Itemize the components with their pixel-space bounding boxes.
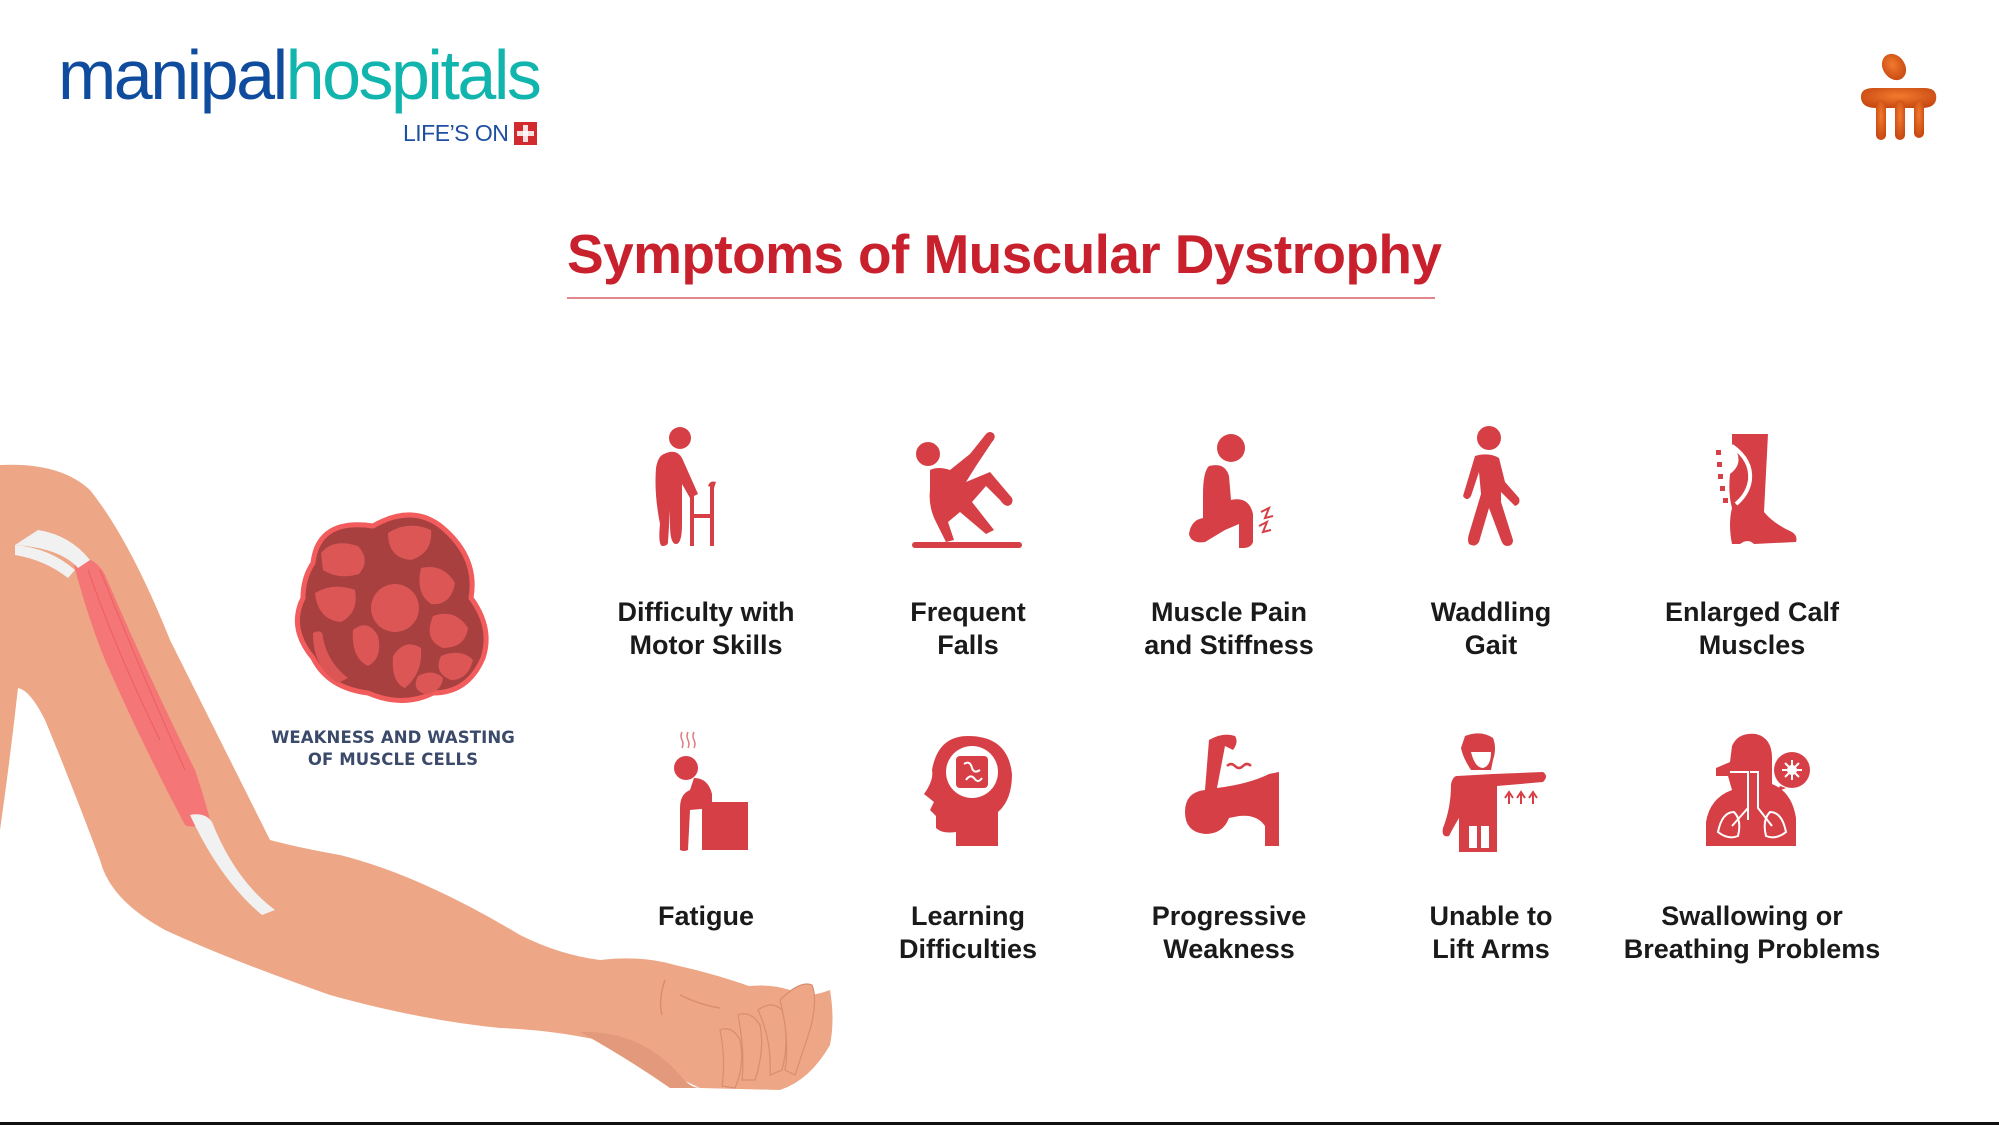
label-line-1: Frequent	[910, 597, 1026, 627]
walking-person-icon	[1463, 426, 1520, 546]
symptom-muscle-pain: Muscle Pain and Stiffness	[1099, 424, 1359, 662]
label-line-2: Lift Arms	[1432, 934, 1550, 964]
logo-word-manipal: manipal	[58, 36, 288, 114]
caption-line-1: WEAKNESS AND WASTING	[271, 728, 515, 747]
label-line-1: Swallowing or	[1661, 901, 1843, 931]
label-line-1: Muscle Pain	[1150, 597, 1308, 627]
label-line-1: Unable to	[1429, 901, 1553, 931]
manipal-hospitals-logo: manipalhospitals LIFE’S ON	[58, 40, 558, 146]
symptom-swallowing-breathing: Swallowing or Breathing Problems	[1622, 728, 1882, 966]
label-line-1: Learning	[910, 901, 1025, 931]
weak-arm-muscle-icon	[1185, 734, 1279, 846]
symptom-label: Frequent Falls	[838, 596, 1098, 662]
title-underline	[567, 297, 1435, 299]
symptom-progressive-weakness: Progressive Weakness	[1099, 728, 1359, 966]
label-line-2: Motor Skills	[629, 630, 783, 660]
symptom-label: Muscle Pain and Stiffness	[1099, 596, 1359, 662]
label-line-1: Difficulty with	[617, 597, 795, 627]
label-line-1: Progressive	[1151, 901, 1307, 931]
label-line-1: Fatigue	[657, 901, 754, 931]
symptom-unable-lift-arms: Unable to Lift Arms	[1361, 728, 1621, 966]
calf-leg-icon	[1716, 434, 1797, 544]
muscle-cell-caption: WEAKNESS AND WASTING OF MUSCLE CELLS	[263, 727, 523, 771]
label-line-2: Muscles	[1698, 630, 1806, 660]
symptom-label: Progressive Weakness	[1099, 900, 1359, 966]
muscle-cell-illustration	[294, 512, 489, 703]
tagline-text: LIFE’S ON	[403, 120, 509, 146]
label-line-2: Gait	[1464, 630, 1518, 660]
label-line-2: Breathing Problems	[1623, 934, 1881, 964]
tired-sitting-person-icon	[674, 731, 748, 851]
logo-wordmark: manipalhospitals	[58, 40, 558, 110]
elderly-walker-icon	[655, 427, 716, 546]
label-line-2: Falls	[937, 630, 999, 660]
label-line-2: and Stiffness	[1144, 630, 1314, 660]
symptom-motor-skills: Difficulty with Motor Skills	[576, 424, 836, 662]
label-line-1: Enlarged Calf	[1664, 597, 1840, 627]
symptom-enlarged-calf: Enlarged Calf Muscles	[1622, 424, 1882, 662]
symptom-label: Learning Difficulties	[838, 900, 1098, 966]
cross-badge-icon	[514, 122, 538, 145]
caption-line-2: OF MUSCLE CELLS	[307, 750, 479, 769]
label-line-2: Weakness	[1163, 934, 1295, 964]
label-line-2: Difficulties	[898, 934, 1038, 964]
symptom-label: Waddling Gait	[1361, 596, 1621, 662]
arm-muscle-illustration	[0, 464, 833, 1090]
head-puzzle-icon	[924, 736, 1012, 846]
logo-tagline: LIFE’S ON	[403, 120, 538, 147]
respiratory-system-icon	[1706, 733, 1810, 846]
symptom-label: Difficulty with Motor Skills	[576, 596, 836, 662]
symptom-label: Swallowing or Breathing Problems	[1622, 900, 1882, 966]
symptom-learning-difficulties: Learning Difficulties	[838, 728, 1098, 966]
symptom-frequent-falls: Frequent Falls	[838, 424, 1098, 662]
symptom-fatigue: Fatigue	[576, 728, 836, 933]
person-falling-icon	[912, 432, 1022, 548]
label-line-1: Waddling	[1430, 597, 1552, 627]
symptom-label: Unable to Lift Arms	[1361, 900, 1621, 966]
raised-arm-person-icon	[1442, 733, 1546, 852]
symptom-label: Enlarged Calf Muscles	[1622, 596, 1882, 662]
page-title: Symptoms of Muscular Dystrophy	[567, 223, 1442, 285]
logo-word-hospitals: hospitals	[285, 36, 542, 114]
symptom-label: Fatigue	[576, 900, 836, 933]
knee-pain-icon	[1189, 434, 1274, 548]
symptom-waddling-gait: Waddling Gait	[1361, 424, 1621, 662]
manipal-brand-mark-icon	[1860, 53, 1937, 140]
bottom-border	[0, 1122, 1999, 1125]
